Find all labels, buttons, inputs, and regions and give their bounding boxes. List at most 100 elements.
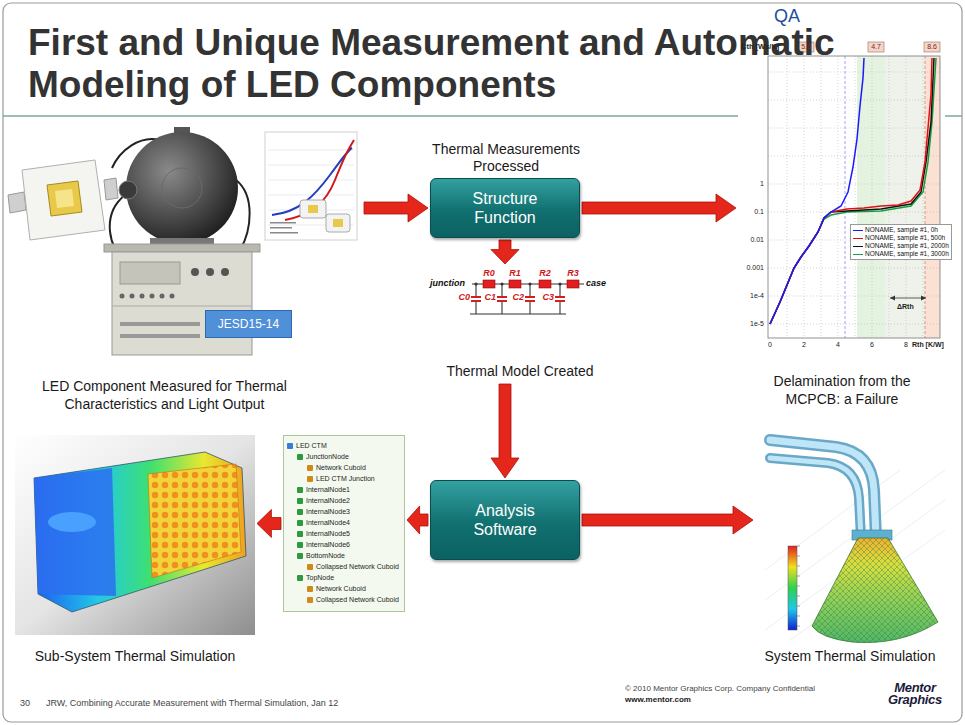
- tick-label: 0.01: [738, 236, 764, 244]
- led-module: [55, 189, 74, 208]
- subsystem-render: [48, 512, 96, 532]
- led-module: [8, 192, 26, 213]
- system-render: [812, 538, 938, 643]
- axis-title: Cth [Ws/K]: [741, 42, 779, 51]
- panel-heading: QA: [774, 6, 800, 26]
- rc-network: [558, 282, 561, 285]
- box-label: Structure Function: [455, 189, 555, 227]
- legend-row: NONAME, sample #1, 3000h: [853, 250, 949, 258]
- legend-line: [853, 254, 863, 255]
- flow-arrow: [582, 506, 753, 534]
- rc-network: [483, 280, 495, 288]
- tree-row: TopNode: [287, 572, 401, 583]
- flow-arrow: [491, 240, 519, 264]
- light-output-graph: [300, 200, 326, 218]
- system-render: [788, 546, 797, 630]
- process-box: Thermal Measurements ProcessedStructure …: [430, 178, 580, 238]
- process-box: Analysis Software: [430, 480, 580, 560]
- flow-arrow: [364, 194, 428, 222]
- test-rack: [130, 294, 135, 299]
- qa-chart: [768, 56, 940, 338]
- tree-icon: [287, 443, 293, 449]
- light-output-graph: [265, 132, 357, 240]
- box-label: Analysis Software: [460, 501, 550, 539]
- tree-icon: [297, 575, 303, 581]
- tick-label: 8: [901, 341, 911, 349]
- tree-icon: [297, 509, 303, 515]
- legend-text: NONAME, sample #1, 500h: [865, 234, 945, 241]
- render-panel: System Thermal Simulation: [755, 425, 945, 667]
- tree-row: Network Cuboid: [287, 583, 401, 594]
- qa-chart: [890, 296, 926, 301]
- tree-item: Network Cuboid: [316, 585, 366, 592]
- light-output-graph: [326, 214, 350, 232]
- tree-row: Collapsed Network Cuboid: [287, 594, 401, 605]
- caption: Delamination from the MCPCB: a Failure: [762, 372, 922, 408]
- qa-chart: [738, 38, 945, 352]
- qa-chart: [868, 42, 884, 52]
- qa-chart: [738, 38, 945, 352]
- tick-label: 0.1: [738, 208, 764, 216]
- tree-row: Network Cuboid: [287, 462, 401, 473]
- tree-item: InternalNode4: [306, 519, 350, 526]
- subsystem-render: [15, 435, 255, 635]
- tree-item: TopNode: [306, 574, 334, 581]
- rc-network: [509, 280, 521, 288]
- light-output-graph: [265, 132, 357, 240]
- legend-row: NONAME, sample #1, 2000h: [853, 242, 949, 250]
- caption: Sub-System Thermal Simulation: [15, 647, 255, 665]
- qa-chart: [890, 298, 926, 299]
- test-rack: [140, 294, 145, 299]
- flow-arrow: [407, 506, 428, 534]
- rc-network: [500, 282, 503, 285]
- tree-item: InternalNode1: [306, 486, 350, 493]
- tree-row: InternalNode4: [287, 517, 401, 528]
- resistor-label: R3: [566, 268, 580, 278]
- caption: Thermal Model Created: [430, 362, 610, 380]
- flow-arrow: [491, 384, 519, 478]
- subsystem-render: [148, 464, 241, 578]
- slide-title: First and Unique Measurement and Automat…: [28, 22, 908, 106]
- system-render: [765, 440, 945, 643]
- tick-label: 0: [765, 341, 775, 349]
- caption: LED Component Measured for Thermal Chara…: [12, 377, 317, 413]
- slide-number: 30: [20, 698, 30, 709]
- light-output-graph: [285, 140, 354, 220]
- capacitor-label: C1: [482, 292, 496, 302]
- test-rack: [221, 268, 229, 276]
- tree-row: InternalNode1: [287, 484, 401, 495]
- footer-note: JRW, Combining Accurate Measurement with…: [46, 698, 338, 709]
- subsystem-render: [15, 435, 255, 635]
- tree-item: InternalNode2: [306, 497, 350, 504]
- tree-item: Collapsed Network Cuboid: [316, 563, 399, 570]
- legend-text: NONAME, sample #1, 2000h: [865, 242, 949, 249]
- tree-row: BottomNode: [287, 550, 401, 561]
- tree-item: LED CTM Junction: [316, 475, 375, 482]
- qa-chart: [770, 58, 932, 324]
- legend-text: NONAME, sample #1, 0h: [865, 226, 938, 233]
- tick-label: 4: [833, 341, 843, 349]
- tree-icon: [297, 553, 303, 559]
- tree-row: InternalNode2: [287, 495, 401, 506]
- render-panel: Sub-System Thermal Simulation: [15, 435, 255, 667]
- tree-icon: [307, 586, 313, 592]
- tree-row: InternalNode3: [287, 506, 401, 517]
- qa-chart: [770, 58, 864, 324]
- integrating-sphere: [126, 132, 238, 244]
- tree-icon: [297, 454, 303, 460]
- rc-network: [470, 280, 584, 314]
- test-rack: [120, 322, 200, 326]
- qa-chart: [924, 42, 940, 52]
- tree-item: Collapsed Network Cuboid: [316, 596, 399, 603]
- led-module: [104, 178, 118, 200]
- legend-row: NONAME, sample #1, 0h: [853, 226, 949, 234]
- rc-network: [567, 280, 579, 288]
- tree-icon: [307, 564, 313, 570]
- tree-row: InternalNode6: [287, 539, 401, 550]
- light-output-graph: [270, 232, 298, 234]
- qa-chart: [770, 58, 936, 324]
- system-render: [770, 440, 876, 538]
- integrating-sphere: [236, 180, 250, 250]
